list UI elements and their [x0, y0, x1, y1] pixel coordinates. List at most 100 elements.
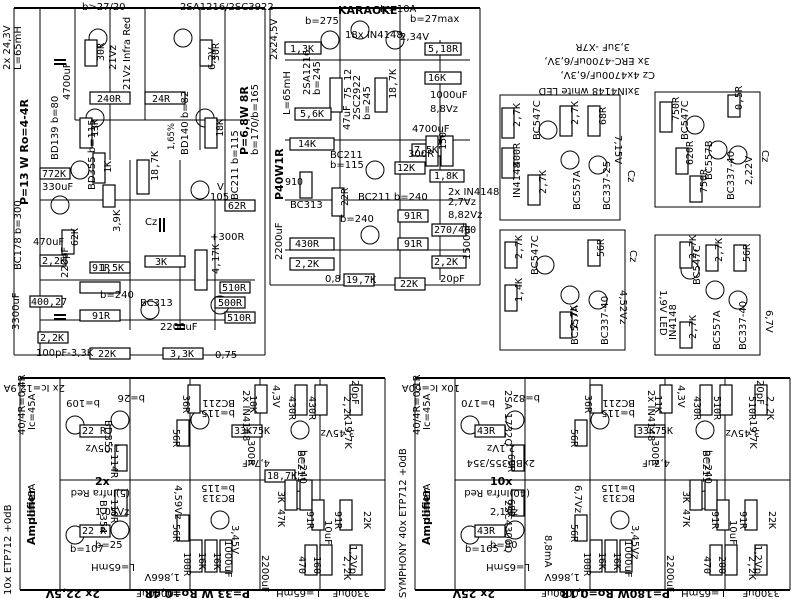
br-r75k: 75K: [655, 426, 673, 437]
tr-bc557: BC557A: [572, 170, 583, 210]
tl-r18k: 18K: [215, 119, 226, 137]
tl-transistor-bd139: BD139 b=80: [50, 96, 61, 160]
bl-v345: 3,45V: [229, 525, 240, 554]
bl-r22k: 2,2K: [341, 396, 352, 420]
br-bc313: BC313: [602, 492, 635, 503]
bl-c47: 4,7uF: [242, 457, 270, 468]
tr-bc547c: BC547C: [530, 235, 541, 275]
bl-name: 10x ETP712 +0dB: [3, 504, 14, 595]
tl-r187k: 18,7K: [150, 151, 161, 181]
tl-r15k: 1,5K: [100, 263, 124, 274]
tr-r750b: 750R: [699, 168, 710, 193]
br-v12: 1,2Vp: [752, 545, 763, 574]
tl-c330: 330uF: [42, 182, 73, 193]
tr-led: 3xIN4148 white LED: [538, 85, 640, 96]
tr-bc337: BC337-25: [602, 161, 613, 210]
tr-cz2: Cz: [625, 170, 636, 182]
tl-r39k: 3,9K: [112, 209, 123, 232]
tl-r3k: 3K: [155, 257, 167, 268]
bl-c1000: 1000uF: [222, 540, 233, 578]
tl-r62r: 62R: [228, 201, 247, 212]
tl-r300: +300R: [210, 232, 244, 243]
br-l65b: L=65mH: [681, 587, 725, 598]
tm-r56k: 5,6K: [300, 109, 324, 120]
tl-r22kb: 22K: [98, 349, 116, 360]
tl-r510b: 510R: [227, 313, 252, 324]
tr-bc557b: BC557B: [704, 140, 715, 180]
tl-r240: 240R: [97, 94, 122, 105]
tl-c220: 220pF: [60, 247, 71, 278]
bl-r91: 91R: [304, 511, 315, 530]
br-r33k: 33K: [637, 426, 655, 437]
tl-v21: 21Vz: [108, 45, 119, 70]
bl-beta-25: b=25: [95, 540, 122, 551]
bl-r36: 36R: [180, 395, 191, 414]
bl-r33k: 33K: [234, 426, 252, 437]
tl-power-8r: P=6,8W 8R: [238, 86, 251, 155]
bl-r22: 2,2K: [341, 556, 352, 580]
tl-c100: 100pF-3,3K: [36, 348, 94, 359]
bl-bd354: BD354: [97, 500, 108, 534]
tm-inductor: L=65mH: [282, 71, 293, 115]
br-r43b: 43R: [477, 526, 496, 537]
br-beta-82: b=82: [513, 392, 540, 403]
br-beta-170: b=170: [461, 397, 495, 408]
tr-bc337d: BC337-40: [738, 301, 749, 350]
tl-r22k-2: 2,2K: [40, 333, 64, 344]
tl-r91a: 91R: [92, 263, 111, 274]
tm-supply: 2x24,5V: [269, 18, 280, 60]
br-r430: 430R: [691, 396, 702, 421]
br-v345: 3,45Vz: [629, 525, 640, 559]
br-r43a: 43R: [477, 426, 496, 437]
bl-v345b: 3,45Vz: [321, 427, 355, 438]
bl-r56b: 56R: [170, 524, 181, 543]
tl-percent: 1,65%: [167, 123, 177, 150]
br-bc211: BC211: [602, 397, 635, 408]
tm-r14k: 14K: [298, 139, 316, 150]
tl-c470: 470uF: [33, 237, 64, 248]
bottom-right-amplifier: Amplifier SYMPHONY 40x ETP712 +0dB P=180…: [398, 374, 791, 599]
br-v21b: 2,1Vz: [490, 507, 518, 518]
bottom-left-amplifier: Amplifier 10x ETP712 +0dB P=33 W Ro=0,4R…: [3, 374, 386, 599]
tr-r27a: 2,7K: [512, 103, 523, 127]
tr-cz: Cz 4x4700uF/6,3V,: [560, 69, 655, 80]
bl-v105b: 1,05Vz: [95, 507, 129, 518]
tm-r22: 22R: [340, 187, 351, 206]
tr-r56: 56R: [596, 238, 607, 257]
tm-v275: 2,7Vz: [448, 197, 476, 208]
bl-2x: 2x: [95, 475, 110, 488]
tr-r56b: 56R: [742, 243, 753, 262]
tr-cz4: Cz: [627, 250, 638, 262]
tm-r197: 19,7K: [346, 275, 376, 286]
bl-c10000: 10000uF: [136, 587, 180, 598]
br-r22: 2,2K: [746, 556, 757, 580]
br-v67: 6,7Vz: [572, 485, 583, 513]
tr-r27c: 2,7K: [538, 170, 549, 194]
tl-r33k: 3,3K: [170, 349, 194, 360]
tl-title: P=13 W Ro=4-4R: [18, 99, 31, 205]
bl-v43: 4,3V: [270, 385, 281, 408]
tm-r22k2: 2,2K: [434, 257, 458, 268]
br-power: P=180W Ro=0,1R: [560, 587, 670, 599]
tr-bc557d: BC557A: [712, 310, 723, 350]
br-r100: 100R: [581, 552, 592, 577]
tr-bc547: BC547C: [532, 100, 543, 140]
tl-r62k: 62K: [70, 228, 81, 246]
tm-r12k: 12K: [397, 163, 415, 174]
tl-inductor-top: L=65mH: [13, 26, 24, 70]
br-sa: 2SA 1732Q: [502, 390, 513, 446]
br-r22kb: 22K: [766, 511, 777, 529]
top-right-led-blocks: Cz 4x4700uF/6,3V, 3x ERC-4700uF/6,3V, 3,…: [499, 41, 774, 356]
br-beta-115: b=115: [601, 407, 635, 418]
br-r16kb: 16K: [611, 552, 622, 570]
bl-l65: L=65mH: [91, 561, 135, 572]
tl-transistor-bc178: BC178 b=300: [13, 200, 24, 270]
tl-r30b: 30R: [211, 42, 222, 61]
tl-transistor-bd140: BD140 b=82: [180, 91, 191, 155]
br-bd: 2xBD355/354: [467, 457, 535, 468]
tm-power: P40W1R: [273, 148, 286, 200]
br-c10000: 10000uF: [541, 587, 585, 598]
tr-r400: 400R: [512, 142, 523, 167]
tl-v62: 6,2V: [207, 47, 218, 70]
